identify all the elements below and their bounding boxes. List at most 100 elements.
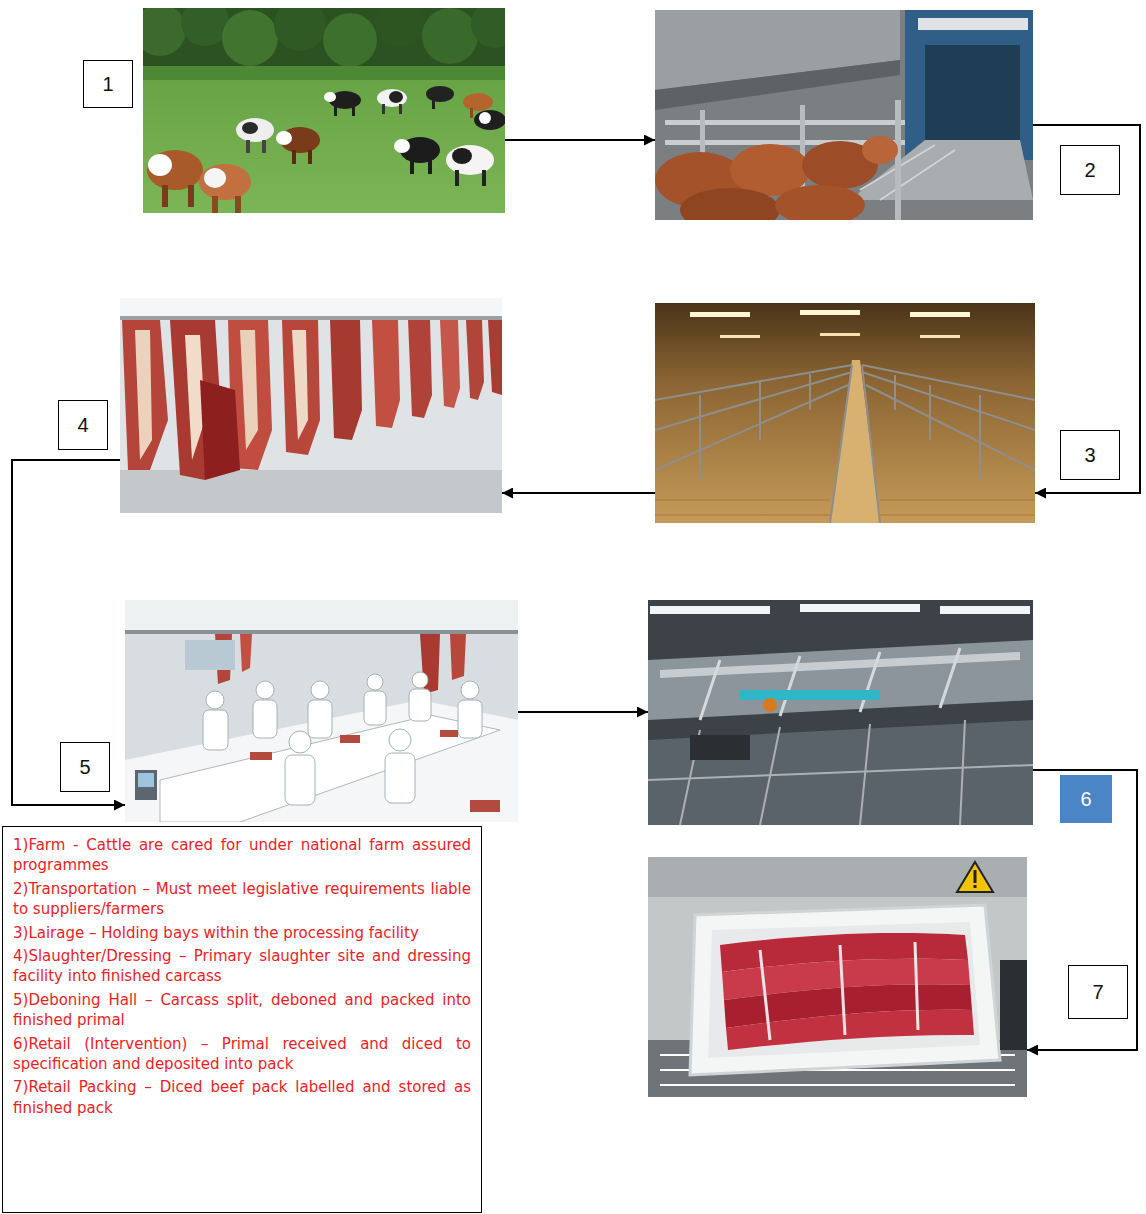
dicing-machine-photo [780, 656, 800, 716]
dicing-machine-photo [648, 765, 1033, 780]
dicing-machine-photo [650, 606, 770, 614]
flow-arrow [1027, 770, 1137, 1050]
lairage-photo [862, 365, 1035, 400]
deboning-photo [311, 681, 329, 699]
packing-photo [648, 857, 1027, 1097]
lairage-photo [655, 385, 848, 470]
lairage-photo [800, 310, 860, 315]
packing-photo [974, 885, 977, 888]
farm-photo [323, 13, 377, 67]
packing-photo [708, 922, 980, 1058]
farm-photo [222, 10, 278, 66]
dicing-machine-photo [860, 724, 870, 825]
deboning-photo [385, 753, 415, 803]
carcass-photo [135, 330, 152, 460]
flow-arrow [518, 711, 648, 713]
transport-photo [680, 188, 780, 220]
deboning-photo [240, 634, 252, 672]
deboning-photo [412, 672, 428, 688]
packing-photo [1000, 960, 1027, 1050]
carcass-photo [488, 320, 502, 395]
deboning-photo [308, 700, 332, 738]
packing-photo [648, 857, 1027, 1097]
description-box: 1)Farm - Cattle are cared for under nati… [2, 826, 482, 1213]
lairage-photo [655, 515, 830, 516]
deboning-photo [440, 730, 458, 737]
packing-photo [957, 862, 993, 892]
dicing-machine-photo [700, 660, 720, 720]
packing-photo [720, 933, 974, 1050]
flow-arrow [12, 460, 125, 805]
farm-photo [426, 86, 454, 102]
callout-box: 2 [1060, 145, 1120, 195]
carcass-photo [120, 298, 502, 513]
photo-panel: 6 [648, 600, 1033, 825]
deboning-photo [125, 600, 518, 822]
carcass-photo [466, 320, 484, 400]
callout-number: 7 [1092, 981, 1103, 1004]
lairage-photo [920, 335, 960, 338]
deboning-photo [253, 700, 277, 738]
dicing-machine-photo [648, 600, 1033, 825]
deboning-photo [389, 729, 411, 751]
callout-box: 1 [83, 60, 133, 108]
farm-photo [324, 92, 336, 102]
packing-photo [660, 1084, 1015, 1086]
deboning-photo [125, 630, 518, 634]
transport-photo [775, 185, 865, 220]
deboning-photo [138, 773, 154, 787]
deboning-photo [470, 800, 500, 812]
farm-photo [482, 170, 486, 186]
flow-arrow [505, 139, 655, 141]
farm-photo [352, 106, 355, 116]
packing-photo [760, 950, 770, 1040]
packing-photo [648, 857, 1027, 897]
dicing-machine-photo [940, 648, 960, 708]
callout-box: 6 [1060, 775, 1112, 823]
farm-photo [452, 148, 472, 164]
packing-photo [726, 1010, 974, 1050]
callout-number: 4 [77, 414, 88, 437]
packing-photo [915, 942, 918, 1030]
packing-photo [690, 905, 1000, 1075]
dicing-machine-photo [763, 698, 777, 712]
dicing-machine-photo [648, 720, 1033, 825]
transport-photo [862, 136, 898, 164]
lairage-photo [720, 335, 760, 338]
callout-number: 3 [1084, 444, 1095, 467]
farm-photo [181, 8, 229, 46]
packing-photo [840, 945, 845, 1035]
lairage-photo [699, 395, 701, 480]
step-description: 7)Retail Packing – Diced beef pack label… [13, 1077, 471, 1118]
farm-photo [308, 150, 312, 164]
farm-photo [148, 154, 172, 176]
farm-photo [394, 139, 410, 153]
transport-photo [655, 10, 1033, 220]
carcass-photo [122, 320, 502, 480]
farm-photo [422, 8, 478, 64]
dicing-machine-photo [960, 720, 965, 825]
farm-photo [334, 106, 337, 116]
step-description: 1)Farm - Cattle are cared for under nati… [13, 835, 471, 876]
farm-photo [236, 118, 274, 142]
deboning-photo [367, 674, 383, 690]
farm-photo [455, 170, 459, 186]
callout-box: 4 [58, 400, 108, 450]
step-description: 3)Lairage – Holding bays within the proc… [13, 923, 471, 943]
deboning-photo [285, 755, 315, 805]
packing-photo [974, 870, 977, 883]
callout-box: 3 [1060, 430, 1120, 480]
deboning-photo [250, 730, 500, 812]
farm-photo [212, 196, 218, 213]
carcass-photo [282, 320, 320, 455]
carcass-photo [200, 380, 240, 480]
deboning-photo [250, 752, 272, 760]
lairage-photo [894, 375, 896, 410]
deboning-photo [125, 700, 518, 822]
farm-photo [389, 91, 403, 103]
photo-panel: 7 [648, 857, 1027, 1097]
lairage-photo [655, 372, 852, 430]
lairage-photo [655, 500, 1035, 515]
callout-number: 5 [79, 756, 90, 779]
farm-photo [143, 8, 505, 213]
